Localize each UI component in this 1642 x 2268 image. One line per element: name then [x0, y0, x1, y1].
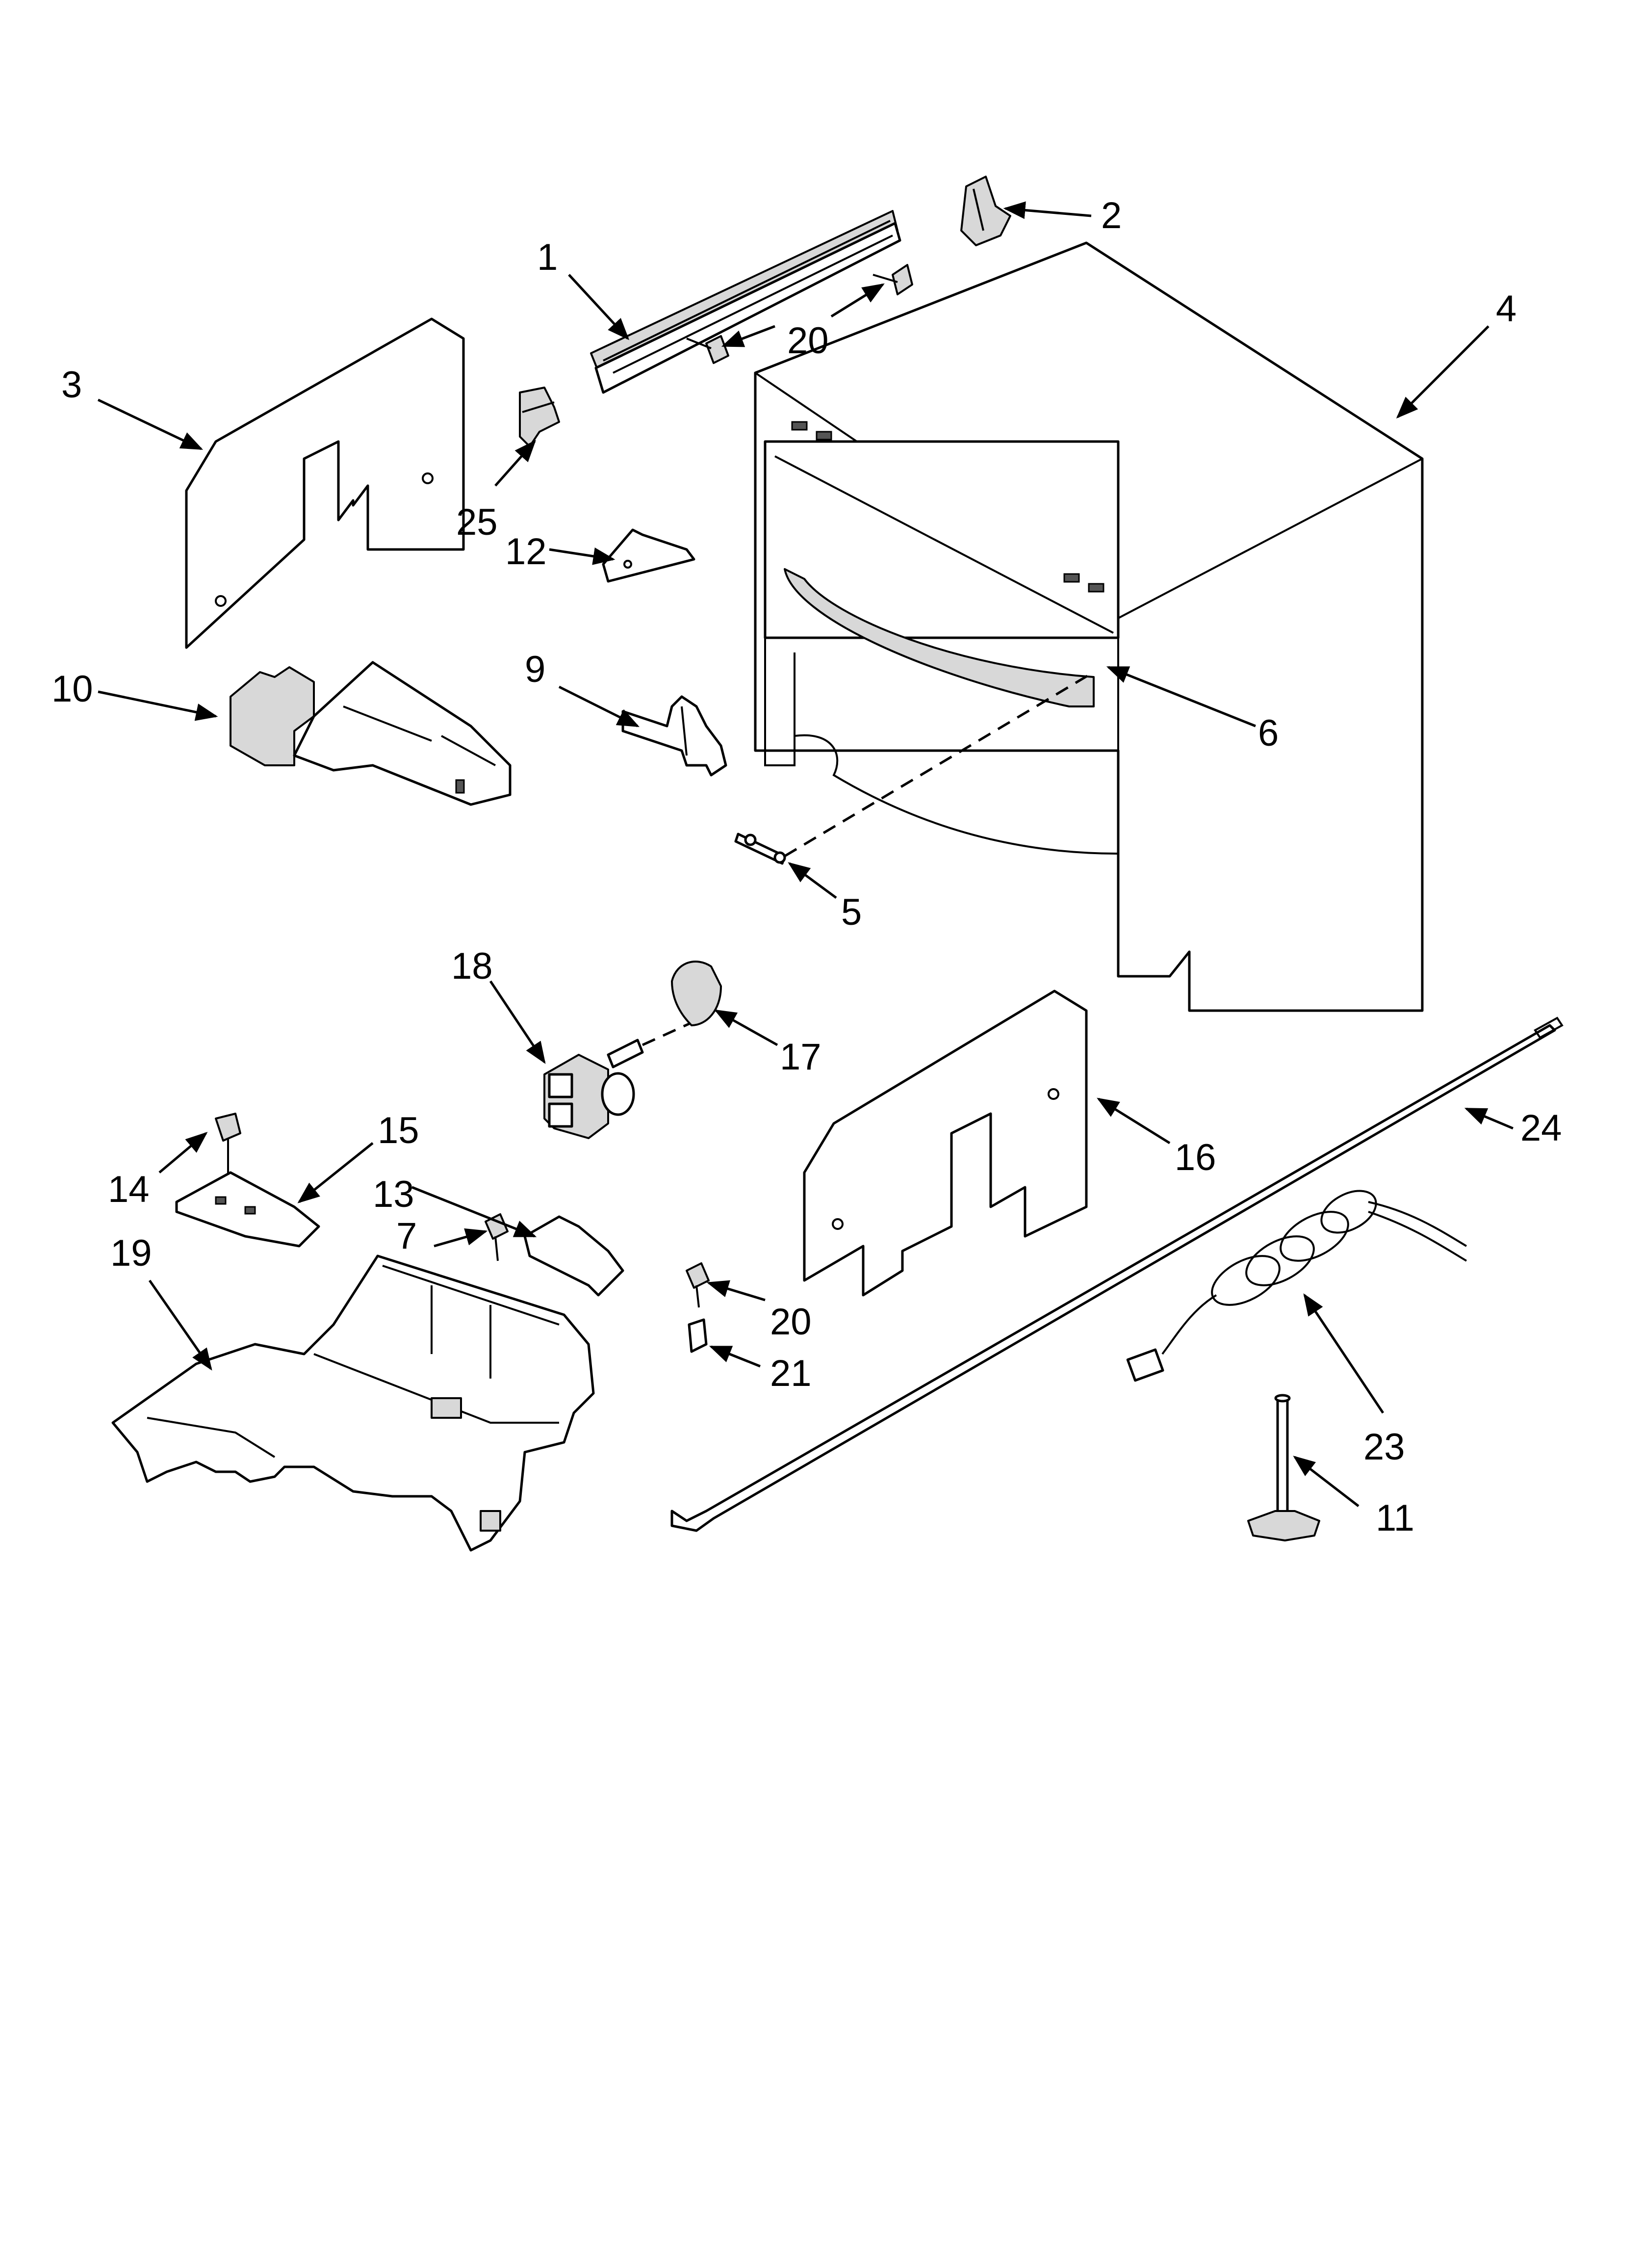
side-panel-part-16 — [803, 990, 1088, 1297]
callout-labels: 1 2 3 4 5 6 7 9 10 11 12 13 14 15 16 17 … — [51, 195, 1562, 1539]
rail-part-1 — [590, 210, 901, 394]
clip-part-17 — [671, 961, 722, 1026]
callout-19: 19 — [110, 1232, 152, 1274]
callout-23: 23 — [1363, 1426, 1405, 1468]
bracket-part-12 — [602, 528, 695, 583]
valve-part-18 — [543, 1039, 644, 1139]
side-panel-part-3 — [185, 317, 465, 649]
clip-part-21 — [688, 1318, 708, 1353]
callout-14: 14 — [108, 1169, 150, 1210]
power-cord-part-23 — [1126, 1190, 1467, 1382]
callout-1: 1 — [537, 236, 558, 278]
housing-part-10 — [230, 661, 512, 806]
callout-6: 6 — [1258, 712, 1279, 754]
pin-part-5 — [734, 833, 786, 865]
pin-dashed-guide — [784, 671, 1095, 858]
cabinet-part-4 — [754, 241, 1424, 1012]
valve-dashed-guide — [641, 1019, 697, 1046]
leader-lines — [97, 201, 1514, 1507]
callout-21: 21 — [770, 1353, 812, 1394]
bracket-part-9 — [621, 695, 727, 777]
callout-3: 3 — [61, 364, 82, 406]
callout-20-lower: 20 — [770, 1301, 812, 1343]
callout-18: 18 — [451, 945, 493, 987]
callout-11: 11 — [1376, 1497, 1414, 1539]
callout-7: 7 — [396, 1215, 417, 1257]
callout-20-top: 20 — [787, 320, 829, 362]
bracket-part-13 — [523, 1215, 624, 1297]
callout-16: 16 — [1175, 1137, 1216, 1178]
callout-15: 15 — [378, 1110, 419, 1151]
callout-12: 12 — [505, 531, 547, 573]
callout-9: 9 — [525, 649, 545, 690]
screw-part-20-lower — [686, 1262, 710, 1308]
base-part-19 — [111, 1254, 595, 1552]
callout-5: 5 — [841, 891, 862, 933]
board-part-15 — [175, 1171, 320, 1248]
callout-4: 4 — [1496, 288, 1516, 330]
leveling-leg-part-11 — [1247, 1394, 1320, 1541]
callout-2: 2 — [1101, 195, 1122, 236]
callout-10: 10 — [51, 668, 93, 710]
screw-part-14 — [215, 1113, 241, 1197]
screw-part-7 — [485, 1213, 509, 1261]
callout-25: 25 — [456, 501, 498, 543]
callout-13: 13 — [373, 1173, 414, 1215]
clip-part-2 — [960, 176, 1011, 246]
callout-24: 24 — [1520, 1107, 1562, 1149]
bracket-part-25 — [519, 387, 560, 447]
callout-17: 17 — [780, 1036, 821, 1078]
